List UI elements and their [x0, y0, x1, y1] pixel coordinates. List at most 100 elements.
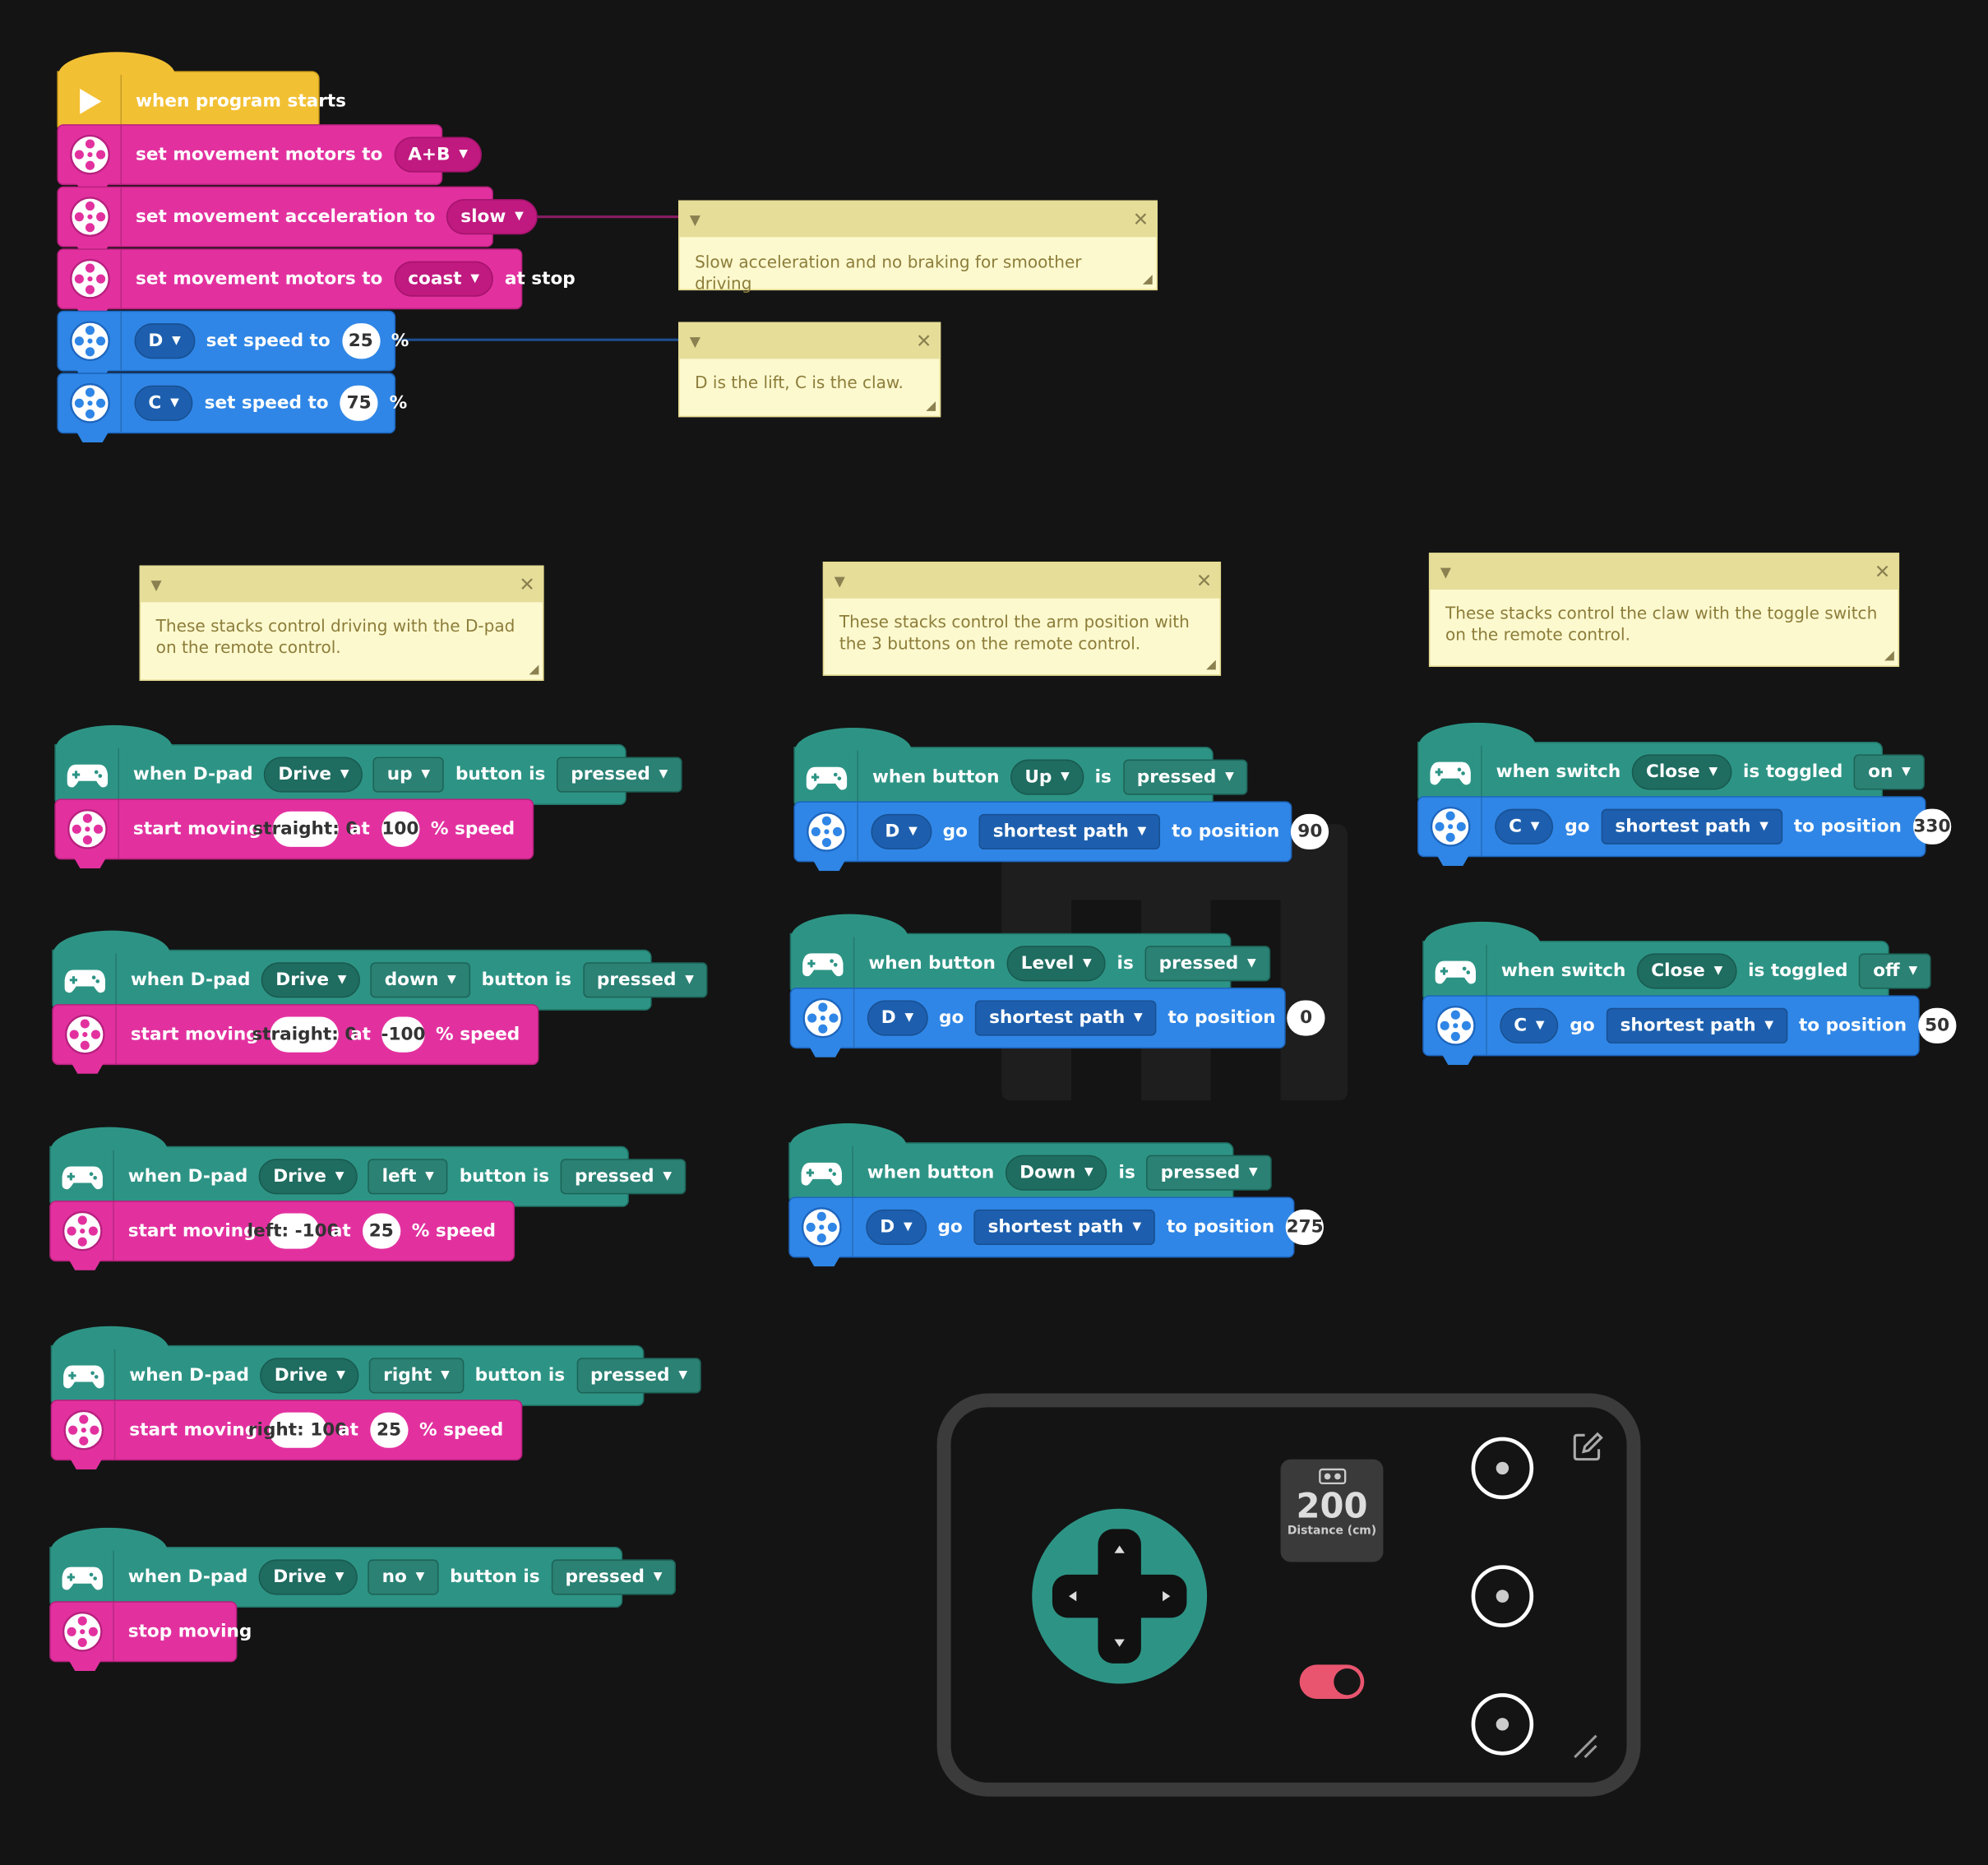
remote-dropdown[interactable]: Drive▼: [260, 1358, 359, 1394]
comment-note-claw[interactable]: ▼✕ These stacks control the claw with th…: [1428, 553, 1900, 667]
comment-note-accel[interactable]: ▼✕ Slow acceleration and no braking for …: [678, 200, 1158, 294]
remote-dropdown[interactable]: Drive▼: [264, 757, 363, 793]
speed-input[interactable]: 100: [381, 811, 420, 847]
start-moving-block[interactable]: start moving left: -100 at 25 % speed: [49, 1201, 515, 1262]
state-dropdown[interactable]: pressed▼: [561, 1159, 686, 1195]
motors-dropdown[interactable]: A+B▼: [394, 137, 482, 173]
direction-dropdown[interactable]: left▼: [368, 1159, 448, 1195]
close-icon[interactable]: ✕: [1874, 560, 1891, 584]
close-icon[interactable]: ✕: [1132, 207, 1149, 231]
button-dropdown[interactable]: Level▼: [1006, 946, 1106, 982]
set-speed-c-block[interactable]: C▼ set speed to 75 %: [57, 373, 407, 434]
resize-icon[interactable]: ◢: [1205, 658, 1216, 673]
collapse-icon[interactable]: ▼: [834, 572, 845, 590]
dpad-control[interactable]: [1031, 1507, 1209, 1685]
state-dropdown[interactable]: pressed▼: [551, 1559, 677, 1595]
direction-dropdown[interactable]: right▼: [369, 1358, 464, 1394]
button-up-event-block[interactable]: when button Up▼ is pressed▼: [793, 727, 1248, 808]
switch-on-event-block[interactable]: when switch Close▼ is toggled on▼: [1417, 722, 1925, 803]
resize-icon[interactable]: ◢: [926, 399, 936, 414]
state-dropdown[interactable]: pressed▼: [582, 962, 708, 998]
start-moving-block[interactable]: start moving straight: 0 at -100 % speed: [52, 1004, 539, 1066]
dpad-up-event-block[interactable]: when D-pad Drive▼ up▼ button is pressed▼: [54, 724, 682, 806]
set-movement-motors-block[interactable]: set movement motors to A+B▼: [57, 124, 482, 186]
go-to-position-block[interactable]: C▼ go shortest path▼ to position 50: [1422, 995, 1957, 1057]
dpad-right-event-block[interactable]: when D-pad Drive▼ right▼ button is press…: [50, 1326, 701, 1406]
resize-icon[interactable]: ◢: [1884, 649, 1894, 664]
dpad-left-event-block[interactable]: when D-pad Drive▼ left▼ button is presse…: [49, 1127, 686, 1207]
collapse-icon[interactable]: ▼: [689, 332, 700, 349]
port-dropdown[interactable]: D▼: [134, 323, 195, 359]
set-acceleration-block[interactable]: set movement acceleration to slow▼: [57, 186, 538, 248]
when-program-starts-block[interactable]: when program starts: [57, 52, 346, 132]
port-dropdown[interactable]: C▼: [1500, 1007, 1559, 1044]
collapse-icon[interactable]: ▼: [150, 576, 162, 593]
state-dropdown[interactable]: pressed▼: [1122, 759, 1248, 795]
remote-dropdown[interactable]: Drive▼: [259, 1159, 358, 1195]
toggle-state-dropdown[interactable]: on▼: [1854, 754, 1925, 790]
edit-icon[interactable]: [1571, 1430, 1604, 1463]
direction-dropdown[interactable]: up▼: [372, 757, 445, 793]
steering-input[interactable]: left: -100: [247, 1213, 340, 1249]
button-level-event-block[interactable]: when button Level▼ is pressed▼: [789, 914, 1270, 994]
resize-icon[interactable]: ◢: [1142, 272, 1153, 287]
speed-input[interactable]: 75: [340, 385, 378, 421]
close-icon[interactable]: ✕: [519, 572, 535, 596]
go-to-position-block[interactable]: D▼ go shortest path▼ to position 275: [788, 1196, 1325, 1258]
collapse-icon[interactable]: ▼: [689, 211, 700, 228]
speed-input[interactable]: 25: [362, 1213, 400, 1249]
dpad-none-event-block[interactable]: when D-pad Drive▼ no▼ button is pressed▼: [49, 1527, 677, 1608]
steering-input[interactable]: straight: 0: [252, 1016, 357, 1053]
set-speed-d-block[interactable]: D▼ set speed to 25 %: [57, 310, 409, 372]
speed-input[interactable]: -100: [381, 1016, 426, 1053]
go-to-position-block[interactable]: D▼ go shortest path▼ to position 0: [789, 988, 1325, 1049]
stop-moving-block[interactable]: stop moving: [49, 1601, 252, 1663]
dpad-down-event-block[interactable]: when D-pad Drive▼ down▼ button is presse…: [52, 930, 708, 1011]
go-to-position-block[interactable]: D▼ go shortest path▼ to position 90: [793, 801, 1329, 863]
remote-button-up[interactable]: [1469, 1435, 1535, 1501]
position-input[interactable]: 90: [1291, 813, 1329, 850]
switch-dropdown[interactable]: Close▼: [1637, 953, 1737, 989]
direction-dropdown[interactable]: no▼: [368, 1559, 439, 1595]
start-moving-block[interactable]: start moving right: 100 at 25 % speed: [50, 1400, 523, 1461]
state-dropdown[interactable]: pressed▼: [576, 1358, 701, 1394]
port-dropdown[interactable]: D▼: [867, 1000, 928, 1036]
resize-icon[interactable]: ◢: [529, 663, 539, 678]
steering-input[interactable]: right: 100: [248, 1412, 347, 1448]
position-input[interactable]: 275: [1286, 1209, 1325, 1246]
toggle-switch[interactable]: [1299, 1664, 1365, 1700]
path-dropdown[interactable]: shortest path▼: [978, 813, 1161, 850]
path-dropdown[interactable]: shortest path▼: [1601, 808, 1782, 845]
resize-icon[interactable]: [1571, 1732, 1602, 1762]
start-moving-block[interactable]: start moving straight: 0 at 100 % speed: [54, 798, 534, 860]
direction-dropdown[interactable]: down▼: [370, 962, 470, 998]
remote-button-level[interactable]: [1469, 1563, 1535, 1629]
collapse-icon[interactable]: ▼: [1440, 563, 1451, 581]
close-icon[interactable]: ✕: [1195, 569, 1213, 593]
button-dropdown[interactable]: Down▼: [1006, 1155, 1107, 1191]
comment-note-lift[interactable]: ▼✕ D is the lift, C is the claw. ◢: [678, 322, 941, 418]
speed-input[interactable]: 25: [341, 323, 380, 359]
switch-dropdown[interactable]: Close▼: [1632, 754, 1732, 790]
port-dropdown[interactable]: D▼: [871, 813, 932, 850]
switch-off-event-block[interactable]: when switch Close▼ is toggled off▼: [1422, 921, 1932, 1002]
state-dropdown[interactable]: pressed▼: [557, 757, 682, 793]
port-dropdown[interactable]: C▼: [134, 385, 193, 421]
comment-note-arm[interactable]: ▼✕ These stacks control the arm position…: [822, 562, 1222, 676]
remote-dropdown[interactable]: Drive▼: [259, 1559, 358, 1595]
port-dropdown[interactable]: C▼: [1495, 808, 1554, 845]
port-dropdown[interactable]: D▼: [866, 1209, 927, 1246]
button-dropdown[interactable]: Up▼: [1010, 759, 1084, 795]
remote-button-down[interactable]: [1469, 1691, 1535, 1757]
button-down-event-block[interactable]: when button Down▼ is pressed▼: [788, 1123, 1272, 1204]
position-input[interactable]: 330: [1912, 808, 1952, 845]
position-input[interactable]: 50: [1917, 1007, 1957, 1044]
path-dropdown[interactable]: shortest path▼: [1606, 1007, 1788, 1044]
toggle-state-dropdown[interactable]: off▼: [1859, 953, 1932, 989]
state-dropdown[interactable]: pressed▼: [1144, 946, 1270, 982]
remote-dropdown[interactable]: Drive▼: [261, 962, 361, 998]
speed-input[interactable]: 25: [369, 1412, 409, 1448]
acceleration-dropdown[interactable]: slow▼: [446, 199, 538, 235]
set-stop-action-block[interactable]: set movement motors to coast▼ at stop: [57, 248, 576, 310]
path-dropdown[interactable]: shortest path▼: [975, 1000, 1157, 1036]
